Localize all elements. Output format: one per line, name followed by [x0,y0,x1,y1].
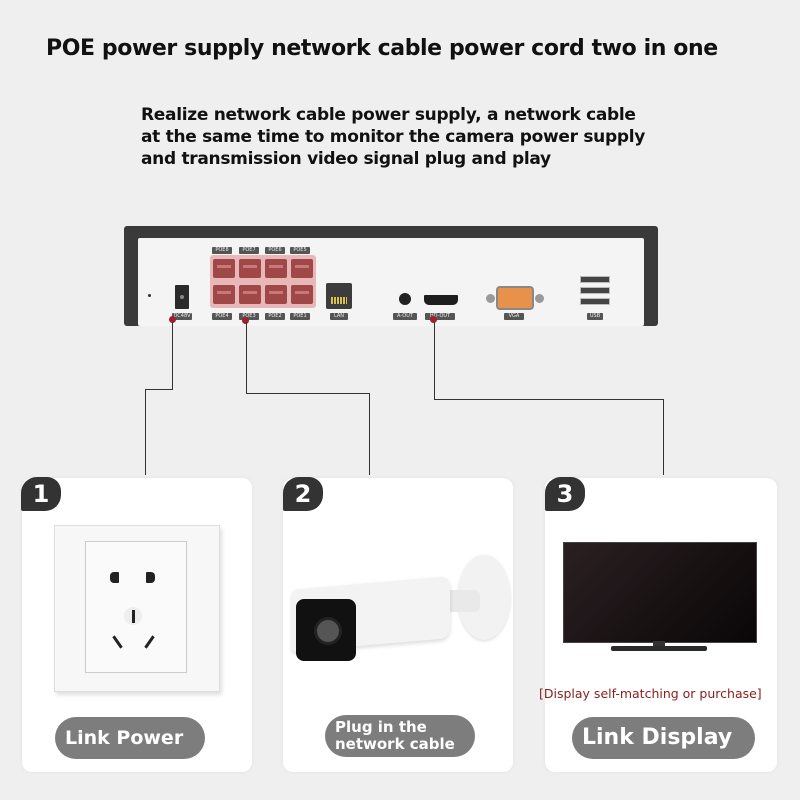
bullet-camera-icon [290,555,520,685]
vga-screw [486,294,495,303]
poe-port [265,285,287,304]
power-socket-icon [54,525,220,692]
monitor-screen [563,542,757,643]
port-label-poe7: POE7 [239,247,259,254]
poe-port [265,259,287,278]
poe-port [291,285,313,304]
port-label-usb: USB [587,313,603,320]
hdmi-port [424,295,458,305]
monitor-stand [653,641,665,647]
port-label-aout: A-OUT [393,313,417,320]
connector-line-camera [369,393,370,475]
plug-network-cable-button[interactable]: Plug in the network cable [325,715,475,757]
poe-port [239,259,261,278]
nvr-face: DC48V POE8 POE7 POE6 POE5 POE4 POE3 POE2… [138,238,644,326]
port-label-poe3: POE3 [239,313,259,320]
marker-dot-power [169,316,176,323]
port-label-poe5: POE5 [290,247,310,254]
port-label-hdout: HD-OUT [425,313,455,320]
vga-port [486,286,544,310]
dc-power-port [175,285,189,309]
connector-line-power [145,389,146,475]
socket-hole [110,572,119,583]
monitor-base [611,646,707,651]
step-number-badge: 2 [283,477,323,511]
poe-port [213,285,235,304]
button-label-line: network cable [335,735,455,753]
socket-hole [132,610,135,623]
port-label-poe2: POE2 [265,313,285,320]
vga-screw [535,294,544,303]
port-label-vga: VGA [504,313,524,320]
poe-port [239,285,261,304]
camera-lens [314,617,342,645]
subtitle-line: and transmission video signal plug and p… [141,149,551,169]
marker-dot-poe [242,317,249,324]
poe-port [291,259,313,278]
port-label-lan: LAN [330,313,348,320]
port-label-dc: DC48V [172,313,192,320]
step-number-badge: 1 [21,477,61,511]
port-label-poe6: POE6 [265,247,285,254]
connector-line-display [434,399,664,400]
port-label-poe8: POE8 [212,247,232,254]
status-led [148,294,151,297]
camera-arm [440,590,480,612]
socket-hole [112,635,123,649]
vga-connector [496,286,534,310]
page-subtitle: Realize network cable power supply, a ne… [141,104,645,170]
nvr-rear-panel: DC48V POE8 POE7 POE6 POE5 POE4 POE3 POE2… [124,226,658,326]
port-label-poe4: POE4 [212,313,232,320]
lan-port [326,283,352,309]
usb-ports [580,276,610,310]
socket-hole [146,572,155,583]
poe-port [213,259,235,278]
link-display-button[interactable]: Link Display [572,717,755,759]
connector-line-power [145,389,173,390]
subtitle-line: at the same time to monitor the camera p… [141,127,646,147]
connector-line-display [663,399,664,475]
audio-out-port [399,293,411,305]
page-title: POE power supply network cable power cor… [46,36,718,61]
socket-inner-plate [85,541,187,673]
display-note: [Display self-matching or purchase] [539,686,762,701]
monitor-icon [563,542,757,654]
connector-line-power [172,322,173,390]
connector-line-camera [246,393,370,394]
poe-port-block [210,255,316,308]
button-label-line: Plug in the [335,718,427,736]
step-number-badge: 3 [545,477,585,511]
subtitle-line: Realize network cable power supply, a ne… [141,105,636,125]
link-power-button[interactable]: Link Power [55,717,205,759]
connector-line-camera [246,322,247,394]
socket-hole [144,635,155,649]
marker-dot-hdmi [430,316,437,323]
connector-line-display [434,322,435,400]
port-label-poe1: POE1 [290,313,310,320]
